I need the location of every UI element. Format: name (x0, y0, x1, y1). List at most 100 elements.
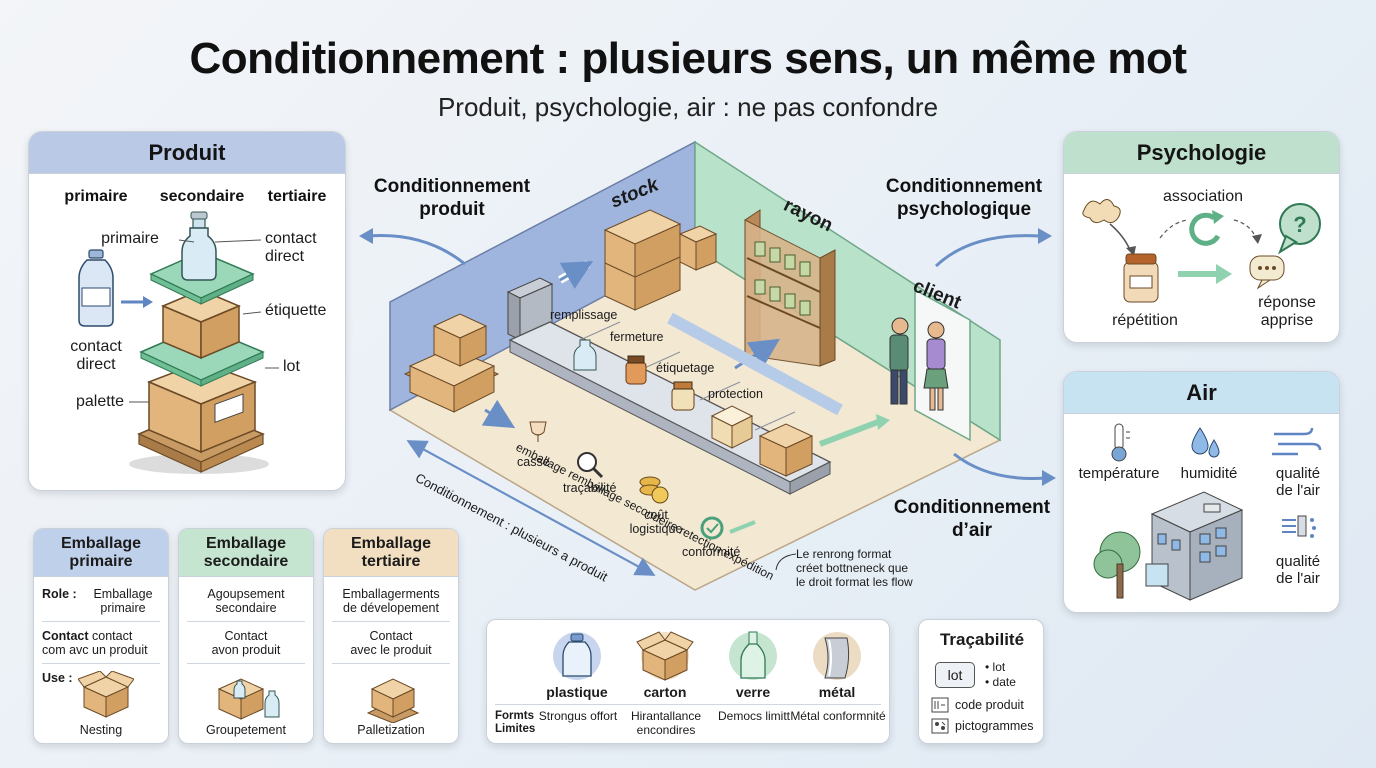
issue-conformite: conformité (682, 545, 741, 559)
air-card: Air (1063, 371, 1340, 613)
primaire-row-use-key: Use : (42, 671, 73, 685)
tracabilite-bullet-lot: • lot (985, 660, 1006, 674)
produit-header: Produit (29, 132, 345, 174)
client-people-icon (889, 317, 949, 411)
primaire-row-use: Use : (42, 671, 160, 685)
air-illustration (1093, 423, 1322, 601)
produit-card: Produit primaire secondaire tertiaire (28, 131, 346, 491)
primaire-row-contact: Contact contact com avc un produit (42, 629, 160, 658)
emballage-secondaire-header: Emballage secondaire (179, 529, 313, 577)
psychologie-header: Psychologie (1064, 132, 1339, 174)
issue-cout-logistique: coût logistique (629, 508, 683, 537)
tertiaire-sep-1 (332, 621, 450, 622)
material-verre: verre (735, 684, 771, 700)
psychology-illustration: ? (1082, 199, 1321, 303)
chat-bubble-icon (1249, 255, 1285, 290)
material-plastique-sub: Strongus offort (538, 709, 618, 723)
carton-icon (636, 631, 694, 681)
tracabilite-code-produit: code produit (955, 698, 1024, 712)
glass-bottle-icon (181, 211, 217, 281)
materials-sep (495, 704, 881, 705)
tracabilite-card: Traçabilité lot • lot • date code produi… (918, 619, 1044, 744)
cycle-icon (1189, 210, 1224, 246)
emballage-secondaire-card: Emballage secondaire Agoupsement seconda… (178, 528, 314, 744)
step-fermeture: fermeture (610, 330, 664, 344)
label-repetition: répétition (1112, 312, 1178, 329)
air-item-temperature: température (1078, 465, 1160, 482)
arrow-to-psychologie (934, 228, 1052, 268)
primaire-row-role: Role : Emballage primaire (42, 587, 160, 616)
tertiaire-row-1: Emballagerments de dévelopement (342, 587, 440, 616)
secondaire-sep-2 (187, 663, 305, 664)
level-primaire: primaire (64, 188, 128, 205)
code-produit-icon (931, 697, 949, 713)
conveyor-box-icon (758, 423, 814, 477)
label-contact-direct-left: contact direct (70, 338, 122, 373)
secondaire-row-1: Agoupsement secondaire (207, 587, 285, 616)
material-carton-sub: Hirantallance encondires (630, 709, 702, 737)
question-bubble-icon: ? (1278, 203, 1321, 255)
material-metal: métal (818, 684, 856, 700)
tracabilite-bullet-date: • date (985, 675, 1016, 689)
material-verre-sub: Democs limitt (717, 709, 790, 723)
stock-boxes-icon (603, 209, 718, 311)
svg-text:?: ? (1293, 212, 1306, 237)
floor-boxes-icon (403, 313, 500, 413)
label-etiquette: étiquette (265, 302, 327, 319)
label-conditionnement-air: Conditionnement d’air (893, 497, 1051, 541)
emballage-primaire-header: Emballage primaire (34, 529, 168, 577)
tertiaire-sep-2 (332, 663, 450, 664)
primaire-row-role-key: Role : (42, 587, 77, 601)
label-reponse-apprise: réponse apprise (1258, 294, 1316, 329)
step-etiquetage: étiquetage (656, 361, 715, 375)
primaire-row-role-value: Emballage primaire (93, 587, 153, 616)
metal-icon (813, 632, 861, 680)
cout-logistique-icon (639, 476, 669, 504)
nesting-box-icon (78, 671, 134, 718)
shelf-rayon-icon (744, 209, 836, 367)
label-contact-direct-right: contact direct (265, 230, 317, 265)
scene-note: Le renrong format créet bottneneck que l… (796, 547, 913, 589)
material-plastique: plastique (546, 684, 608, 700)
building-icon (1145, 491, 1244, 601)
wind-icon (1272, 427, 1322, 456)
warehouse-scene (388, 140, 1002, 591)
primaire-row-contact-value: contact com avc un produit (42, 629, 148, 658)
tertiaire-caption: Palletization (357, 723, 425, 737)
label-conditionnement-psychologique: Conditionnement psychologique (885, 176, 1043, 220)
humidity-drops-icon (1191, 427, 1220, 458)
tree-icon (1093, 531, 1141, 599)
verre-icon (729, 631, 777, 680)
label-conditionnement-produit: Conditionnement produit (373, 176, 531, 220)
tertiaire-row-2: Contact avec le produit (350, 629, 432, 658)
air-item-qualite-bottom: qualité de l'air (1275, 553, 1321, 587)
primaire-sep-1 (42, 621, 160, 622)
pictogrammes-icon (931, 718, 949, 734)
casse-icon (529, 421, 547, 442)
plastic-bottle-icon (78, 249, 114, 327)
packaging-stack-illustration (78, 211, 279, 474)
grouping-box-icon (217, 678, 280, 720)
thermometer-icon (1111, 423, 1130, 462)
air-item-qualite: qualité de l'air (1275, 465, 1321, 499)
label-primaire: primaire (101, 230, 159, 247)
secondaire-caption: Groupetement (206, 723, 286, 737)
issue-tracabilite: traçabilité (563, 481, 617, 495)
secondaire-sep-1 (187, 621, 305, 622)
material-metal-sub: Métal conformnité (790, 709, 886, 723)
tracabilite-pictogrammes: pictogrammes (955, 719, 1034, 733)
stimulus-icon (1082, 199, 1121, 224)
arrow-to-produit (359, 228, 466, 266)
secondaire-row-2: Contact avon produit (211, 629, 281, 658)
plastique-icon (553, 632, 601, 680)
pallet-box-icon (366, 678, 420, 723)
label-association: association (1162, 188, 1244, 205)
primaire-row-contact-key: Contact (42, 629, 89, 643)
level-secondaire: secondaire (159, 188, 245, 205)
tracabilite-header: Traçabilité (939, 630, 1025, 649)
materials-card: plastique carton verre métal Formts Limi… (486, 619, 890, 744)
lot-badge: lot (935, 662, 975, 688)
step-protection: protection (708, 387, 763, 401)
emballage-tertiaire-card: Emballage tertiaire Emballagerments de d… (323, 528, 459, 744)
tracabilite-icon (577, 452, 604, 479)
